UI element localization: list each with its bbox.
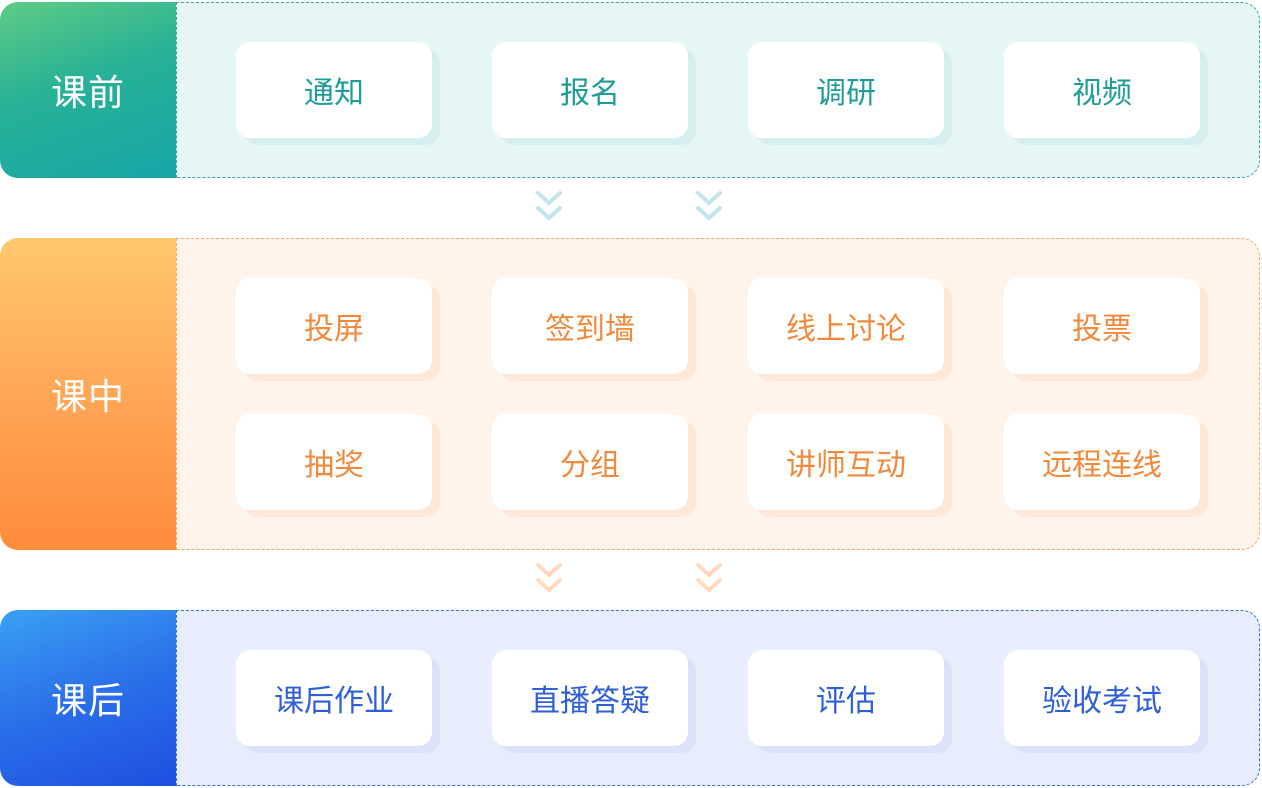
item-card[interactable]: 投屏	[236, 278, 432, 374]
item-card[interactable]: 通知	[236, 42, 432, 138]
double-chevron-down-icon	[536, 563, 562, 592]
item-card[interactable]: 报名	[492, 42, 688, 138]
stage-label-during: 课中	[0, 238, 176, 550]
item-card[interactable]: 课后作业	[236, 650, 432, 746]
item-card[interactable]: 视频	[1004, 42, 1200, 138]
item-card[interactable]: 抽奖	[236, 414, 432, 510]
item-card[interactable]: 投票	[1004, 278, 1200, 374]
item-card[interactable]: 讲师互动	[748, 414, 944, 510]
item-card[interactable]: 评估	[748, 650, 944, 746]
item-card[interactable]: 签到墙	[492, 278, 688, 374]
stage-label-after: 课后	[0, 610, 176, 786]
item-card[interactable]: 调研	[748, 42, 944, 138]
double-chevron-down-icon	[536, 191, 562, 220]
double-chevron-down-icon	[696, 191, 722, 220]
item-card[interactable]: 远程连线	[1004, 414, 1200, 510]
double-chevron-down-icon	[696, 563, 722, 592]
stage-before-class: 课前 通知 报名 调研 视频	[0, 2, 1260, 178]
stage-label-before: 课前	[0, 2, 176, 178]
item-card[interactable]: 线上讨论	[748, 278, 944, 374]
item-card[interactable]: 分组	[492, 414, 688, 510]
stage-after-class: 课后 课后作业 直播答疑 评估 验收考试	[0, 610, 1260, 786]
item-card[interactable]: 验收考试	[1004, 650, 1200, 746]
stage-during-class: 课中 投屏 签到墙 线上讨论 投票 抽奖 分组 讲师互动 远程连线	[0, 238, 1260, 550]
item-card[interactable]: 直播答疑	[492, 650, 688, 746]
